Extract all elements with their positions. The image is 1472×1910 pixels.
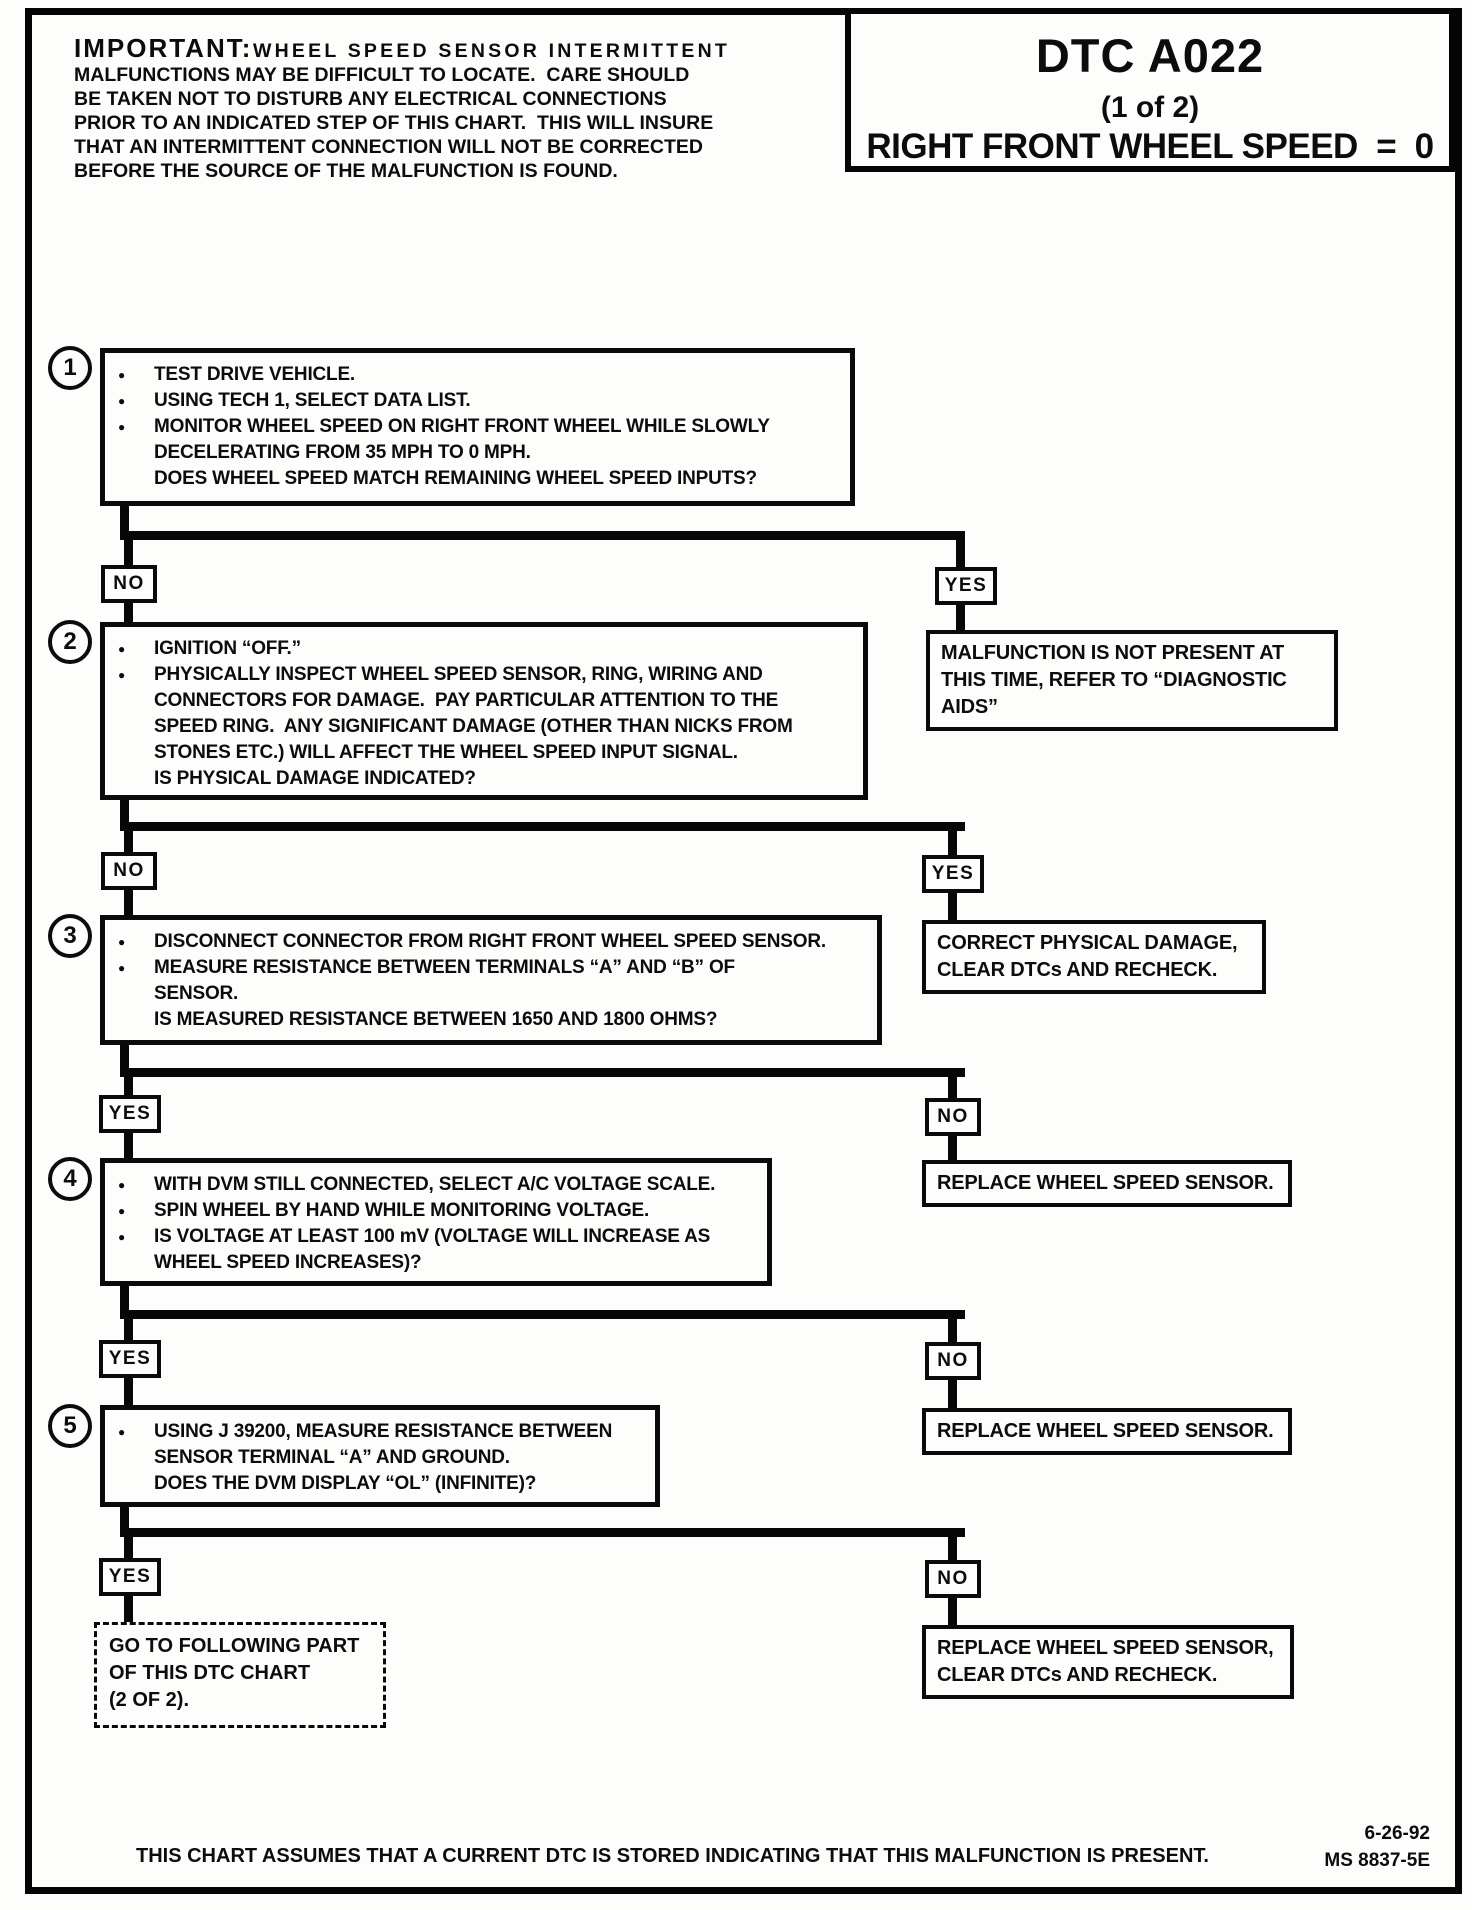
dtc-code: DTC A022	[1035, 29, 1265, 82]
connector	[124, 1131, 133, 1160]
connector	[124, 1594, 133, 1624]
connector	[124, 540, 133, 567]
step-4-line: WHEEL SPEED INCREASES)?	[154, 1252, 422, 1273]
action-box-replace-sensor-1: REPLACE WHEEL SPEED SENSOR.	[922, 1160, 1292, 1207]
footer-date: 6-26-92	[1364, 1823, 1431, 1844]
step-box-3: DISCONNECT CONNECTOR FROM RIGHT FRONT WH…	[100, 915, 882, 1045]
important-line: THAT AN INTERMITTENT CONNECTION WILL NOT…	[74, 136, 704, 158]
step-box-5: USING J 39200, MEASURE RESISTANCE BETWEE…	[100, 1405, 660, 1507]
important-line: IMPORTANT: WHEEL SPEED SENSOR INTERMITTE…	[74, 33, 730, 63]
step-circle-5: 5	[48, 1404, 92, 1448]
step-4-line: WITH DVM STILL CONNECTED, SELECT A/C VOL…	[118, 1172, 755, 1198]
title-box: DTC A022 (1 of 2) RIGHT FRONT WHEEL SPEE…	[845, 8, 1455, 172]
step-5-line: DOES THE DVM DISPLAY “OL” (INFINITE)?	[154, 1473, 537, 1494]
connector	[120, 1310, 965, 1319]
connector	[124, 1376, 133, 1407]
label-yes-1: YES	[935, 567, 997, 605]
step-3-line: IS MEASURED RESISTANCE BETWEEN 1650 AND …	[154, 1009, 718, 1030]
connector	[124, 831, 133, 854]
step-box-4: WITH DVM STILL CONNECTED, SELECT A/C VOL…	[100, 1158, 772, 1286]
connector	[948, 1310, 957, 1346]
label-yes-4: YES	[99, 1340, 161, 1378]
step-3-line: MEASURE RESISTANCE BETWEEN TERMINALS “A”…	[118, 955, 865, 981]
connector	[948, 1528, 957, 1564]
connector	[124, 1537, 133, 1562]
step-2-line: IGNITION “OFF.”	[118, 636, 851, 662]
step-5-line: USING J 39200, MEASURE RESISTANCE BETWEE…	[118, 1419, 643, 1445]
step-3-line: DISCONNECT CONNECTOR FROM RIGHT FRONT WH…	[118, 929, 865, 955]
connector	[948, 822, 957, 857]
step-2-line: PHYSICALLY INSPECT WHEEL SPEED SENSOR, R…	[118, 662, 851, 688]
connector	[120, 531, 965, 540]
step-2-line: IS PHYSICAL DAMAGE INDICATED?	[154, 768, 476, 789]
action-box-replace-clear: REPLACE WHEEL SPEED SENSOR, CLEAR DTCs A…	[922, 1625, 1294, 1699]
connector	[120, 1068, 965, 1077]
goto-next-chart-box: GO TO FOLLOWING PART OF THIS DTC CHART (…	[94, 1622, 386, 1728]
action-box-replace-sensor-2: REPLACE WHEEL SPEED SENSOR.	[922, 1408, 1292, 1455]
step-2-line: SPEED RING. ANY SIGNIFICANT DAMAGE (OTHE…	[154, 716, 793, 737]
step-5-line: SENSOR TERMINAL “A” AND GROUND.	[154, 1447, 510, 1468]
step-1-line: TEST DRIVE VEHICLE.	[118, 362, 838, 388]
footer-doc-id: MS 8837-5E	[1324, 1850, 1430, 1871]
important-line: BE TAKEN NOT TO DISTURB ANY ELECTRICAL C…	[74, 88, 667, 110]
label-yes-5: YES	[99, 1558, 161, 1596]
label-no-3: NO	[925, 1098, 981, 1136]
footer-note: THIS CHART ASSUMES THAT A CURRENT DTC IS…	[136, 1845, 1209, 1867]
step-3-line: SENSOR.	[154, 983, 239, 1004]
label-yes-2: YES	[922, 855, 984, 893]
connector	[120, 506, 129, 540]
step-1-line: DOES WHEEL SPEED MATCH REMAINING WHEEL S…	[154, 468, 757, 489]
connector	[120, 1286, 129, 1319]
step-1-line: USING TECH 1, SELECT DATA LIST.	[118, 388, 838, 414]
connector	[124, 1319, 133, 1344]
important-note: IMPORTANT: WHEEL SPEED SENSOR INTERMITTE…	[74, 33, 730, 183]
connector	[124, 888, 133, 917]
label-yes-3: YES	[99, 1095, 161, 1133]
connector	[956, 531, 965, 569]
label-no-1: NO	[101, 565, 157, 603]
connector	[948, 891, 957, 922]
important-label: IMPORTANT:	[74, 33, 253, 63]
important-line: BEFORE THE SOURCE OF THE MALFUNCTION IS …	[74, 160, 618, 182]
label-no-4: NO	[925, 1342, 981, 1380]
page-indicator: (1 of 2)	[1100, 91, 1200, 124]
page-border	[25, 8, 1462, 1894]
label-no-2: NO	[101, 852, 157, 890]
step-1-line: DECELERATING FROM 35 MPH TO 0 MPH.	[154, 442, 531, 463]
connector	[948, 1378, 957, 1410]
step-4-line: IS VOLTAGE AT LEAST 100 mV (VOLTAGE WILL…	[118, 1224, 755, 1250]
step-circle-4: 4	[48, 1157, 92, 1201]
step-2-line: STONES ETC.) WILL AFFECT THE WHEEL SPEED…	[154, 742, 738, 763]
label-no-5: NO	[925, 1560, 981, 1598]
step-circle-2: 2	[48, 620, 92, 664]
step-4-line: SPIN WHEEL BY HAND WHILE MONITORING VOLT…	[118, 1198, 755, 1224]
connector	[948, 1596, 957, 1627]
connector	[948, 1134, 957, 1162]
connector	[948, 1068, 957, 1102]
step-2-line: CONNECTORS FOR DAMAGE. PAY PARTICULAR AT…	[154, 690, 779, 711]
footer-meta: 6-26-92 MS 8837-5E	[1290, 1820, 1430, 1874]
connector	[120, 1507, 129, 1537]
connector	[956, 603, 965, 632]
connector	[120, 800, 129, 831]
connector	[120, 1528, 965, 1537]
action-box-correct-damage: CORRECT PHYSICAL DAMAGE, CLEAR DTCs AND …	[922, 920, 1266, 994]
step-circle-1: 1	[48, 346, 92, 390]
step-box-1: TEST DRIVE VEHICLE. USING TECH 1, SELECT…	[100, 348, 855, 506]
connector	[120, 1045, 129, 1077]
connector	[120, 822, 965, 831]
important-line: MALFUNCTIONS MAY BE DIFFICULT TO LOCATE.…	[74, 64, 690, 86]
connector	[124, 601, 133, 624]
step-circle-3: 3	[48, 914, 92, 958]
step-box-2: IGNITION “OFF.” PHYSICALLY INSPECT WHEEL…	[100, 622, 868, 800]
step-1-line: MONITOR WHEEL SPEED ON RIGHT FRONT WHEEL…	[118, 414, 838, 440]
chart-title: RIGHT FRONT WHEEL SPEED = 0	[866, 127, 1434, 166]
connector	[124, 1077, 133, 1099]
action-box-malfunction-not-present: MALFUNCTION IS NOT PRESENT AT THIS TIME,…	[926, 630, 1338, 731]
important-line: PRIOR TO AN INDICATED STEP OF THIS CHART…	[74, 112, 714, 134]
